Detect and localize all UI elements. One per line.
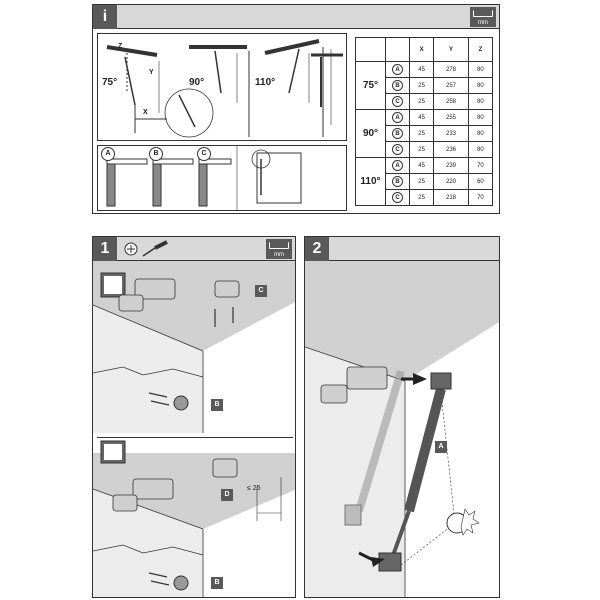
cell-z: 80 [467,141,494,158]
table-row: B 25 257 80 [356,77,494,94]
diagram-90 [164,45,250,138]
step1-panel: 1 mm [92,236,296,598]
step2-panel: 2 A [304,236,500,598]
option-badge: A [392,160,403,171]
part-label-b: B [211,399,223,411]
ruler-icon [473,10,493,17]
cell-y: 258 [433,93,469,110]
diagram-110 [264,39,324,137]
cell-x: 25 [408,141,435,158]
cell-y: 218 [433,189,469,206]
option-label-a: A [101,147,115,161]
screwdriver-icon [142,240,168,257]
cell-z: 80 [467,125,494,142]
cell-x: 25 [408,125,435,142]
table-row: 75° A 45 278 80 [355,61,494,110]
step-number: 2 [305,237,329,261]
axis-label-z: Z [118,43,123,50]
table-row: B 25 233 80 [356,125,494,142]
phillips-screw-icon [124,242,138,256]
step2-gas-strut-illustration [305,261,499,597]
axis-label-y: Y [149,69,154,76]
hardware-options-diagram [97,145,347,211]
column-header: Z [467,37,494,62]
cell-z: 80 [467,93,494,110]
option-badge: C [392,96,403,107]
part-label-b: B [211,577,223,589]
table-row: 90° A 45 255 80 [355,109,494,158]
mounting-geometry-diagram [97,33,347,141]
unit-label: mm [274,252,284,258]
table-row: C 25 236 80 [356,141,494,158]
step1-hinge-bracket-illustration [93,261,295,597]
cell-z: 70 [467,189,494,206]
ruler-icon [269,242,289,249]
cell-y: 257 [433,77,469,94]
option-badge: A [392,64,403,75]
axis-label-x: X [143,109,148,116]
option-badge: B [392,80,403,91]
cell-z: 80 [467,77,494,94]
option-badge: C [392,144,403,155]
column-header: X [408,37,435,62]
angle-group-label: 90° [355,109,386,158]
angle-label-75: 75° [102,77,118,88]
cell-x: 45 [408,61,435,78]
dimensions-table: X Y Z 75° A 45 278 80 B 25 257 80 C 25 2… [355,37,494,206]
angle-label-110: 110° [255,77,276,88]
cell-y: 236 [433,141,469,158]
table-row: C 25 218 70 [356,189,494,206]
cell-x: 25 [408,173,435,190]
unit-label: mm [478,20,488,26]
option-badge: B [392,176,403,187]
part-label-d: D [221,489,233,501]
option-badge: C [392,192,403,203]
step1-header: 1 mm [93,237,295,261]
angle-group-label: 75° [355,61,386,110]
info-panel-header: i mm [93,5,499,29]
angle-label-90: 90° [189,77,205,88]
option-badge: A [392,112,403,123]
step2-header: 2 [305,237,499,261]
cell-x: 45 [408,109,435,126]
cell-y: 239 [433,157,469,174]
cell-z: 80 [467,109,494,126]
angle-group-label: 110° [355,157,386,206]
option-label-c: C [197,147,211,161]
cell-y: 220 [433,173,469,190]
cell-z: 70 [467,157,494,174]
part-label-a: A [435,441,447,453]
cell-z: 80 [467,61,494,78]
cell-y: 233 [433,125,469,142]
cell-x: 25 [408,189,435,206]
cell-y: 278 [433,61,469,78]
part-label-c: C [255,285,267,297]
unit-badge: mm [266,239,292,259]
gas-strut-side-view [311,49,343,125]
unit-badge: mm [470,7,496,27]
option-badge: B [392,128,403,139]
info-panel: i mm [92,4,500,214]
info-icon: i [93,5,117,29]
diagram-75 [106,45,167,133]
cell-y: 255 [433,109,469,126]
column-header: Y [433,37,469,62]
cell-x: 25 [408,93,435,110]
table-header-row: X Y Z [355,37,494,62]
option-label-b: B [149,147,163,161]
cell-z: 60 [467,173,494,190]
step-number: 1 [93,237,117,261]
cell-x: 25 [408,77,435,94]
dimension-label: ≤ 25 [247,485,261,492]
cell-x: 45 [408,157,435,174]
table-row: 110° A 45 239 70 [355,157,494,206]
table-row: B 25 220 60 [356,173,494,190]
